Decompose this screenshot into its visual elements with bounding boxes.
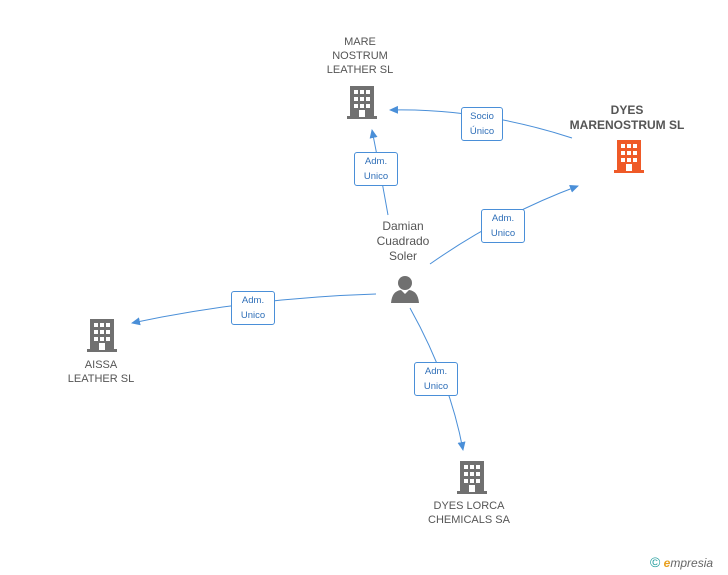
brand-rest: mpresia — [670, 556, 714, 570]
person-icon[interactable] — [390, 275, 420, 303]
node-label-person: Damian Cuadrado Soler — [376, 219, 430, 263]
building-icon[interactable] — [613, 139, 645, 173]
edge-label-line2: Unico — [423, 381, 449, 392]
edge-label-adm-aissa[interactable]: Adm. Unico — [231, 291, 275, 325]
node-label-dyes-lorca: DYES LORCA CHEMICALS SA — [428, 500, 510, 526]
edge-label-socio-unico[interactable]: Socio Único — [461, 107, 503, 141]
copyright-icon: © — [650, 554, 661, 570]
edge-label-adm-lorca[interactable]: Adm. Unico — [414, 362, 458, 396]
edge-label-line1: Socio — [470, 111, 494, 122]
brand-e: e — [663, 556, 671, 570]
edge-label-line1: Adm. — [364, 156, 388, 167]
node-label-mare-nostrum: MARE NOSTRUM LEATHER SL — [326, 36, 394, 76]
edge-label-adm-mare[interactable]: Adm. Unico — [354, 152, 398, 186]
edge-label-line2: Unico — [490, 228, 516, 239]
empresia-logo: © empresia — [650, 554, 713, 570]
edge-label-line2: Unico — [240, 310, 266, 321]
edge-label-line1: Adm. — [491, 213, 515, 224]
edge-label-line1: Adm. — [241, 295, 265, 306]
building-icon[interactable] — [86, 318, 118, 352]
node-label-aissa: AISSA LEATHER SL — [67, 359, 135, 385]
node-label-dyes-marenostrum: DYES MARENOSTRUM SL — [569, 103, 685, 132]
edge-label-line1: Adm. — [424, 366, 448, 377]
edge-label-line2: Único — [469, 126, 495, 137]
building-icon[interactable] — [346, 85, 378, 119]
building-icon[interactable] — [456, 460, 488, 494]
edge-label-line2: Unico — [363, 171, 389, 182]
edge-label-adm-dyes[interactable]: Adm. Unico — [481, 209, 525, 243]
